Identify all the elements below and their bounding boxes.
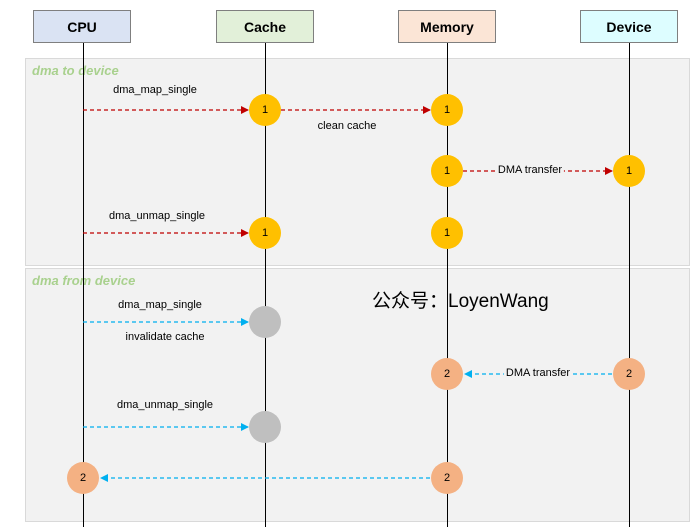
- device-lifeline: [629, 43, 630, 527]
- label-clean-cache: clean cache: [317, 120, 377, 132]
- section-dma-to-device: dma to device: [25, 58, 690, 266]
- memory-header-label: Memory: [420, 18, 474, 35]
- label-map-single-to-device: dma_map_single: [113, 84, 197, 96]
- node-cpu-2-read: 2: [67, 462, 99, 494]
- device-header: Device: [580, 10, 678, 43]
- node-memory-1-dma: 1: [431, 155, 463, 187]
- device-header-label: Device: [606, 18, 652, 35]
- cache-header-label: Cache: [243, 18, 287, 35]
- cache-header: Cache: [216, 10, 314, 43]
- label-invalidate-cache: invalidate cache: [125, 331, 205, 343]
- node-cache-invalidated-unmap: [249, 411, 281, 443]
- label-map-single-from-device: dma_map_single: [118, 299, 202, 311]
- cpu-header: CPU: [33, 10, 131, 43]
- node-memory-2-read: 2: [431, 462, 463, 494]
- section-dma-from-device: dma from device: [25, 268, 690, 522]
- label-dma-transfer-from-device: DMA transfer: [503, 367, 573, 379]
- node-memory-2-dma: 2: [431, 358, 463, 390]
- cpu-header-label: CPU: [67, 18, 97, 35]
- label-dma-transfer-to-device: DMA transfer: [495, 164, 565, 176]
- node-cache-1-unmap: 1: [249, 217, 281, 249]
- node-cache-1-map: 1: [249, 94, 281, 126]
- memory-lifeline: [447, 43, 448, 527]
- label-unmap-single-from-device: dma_unmap_single: [116, 399, 214, 411]
- label-unmap-single-to-device: dma_unmap_single: [108, 210, 206, 222]
- section-title-to-device: dma to device: [32, 63, 119, 78]
- node-device-2-dma: 2: [613, 358, 645, 390]
- memory-header: Memory: [398, 10, 496, 43]
- node-cache-invalidated-map: [249, 306, 281, 338]
- watermark-text: 公众号：LoyenWang: [372, 291, 549, 312]
- cache-lifeline: [265, 43, 266, 527]
- cpu-lifeline: [83, 43, 84, 527]
- node-memory-1-unmap: 1: [431, 217, 463, 249]
- node-device-1-dma: 1: [613, 155, 645, 187]
- node-memory-1-clean: 1: [431, 94, 463, 126]
